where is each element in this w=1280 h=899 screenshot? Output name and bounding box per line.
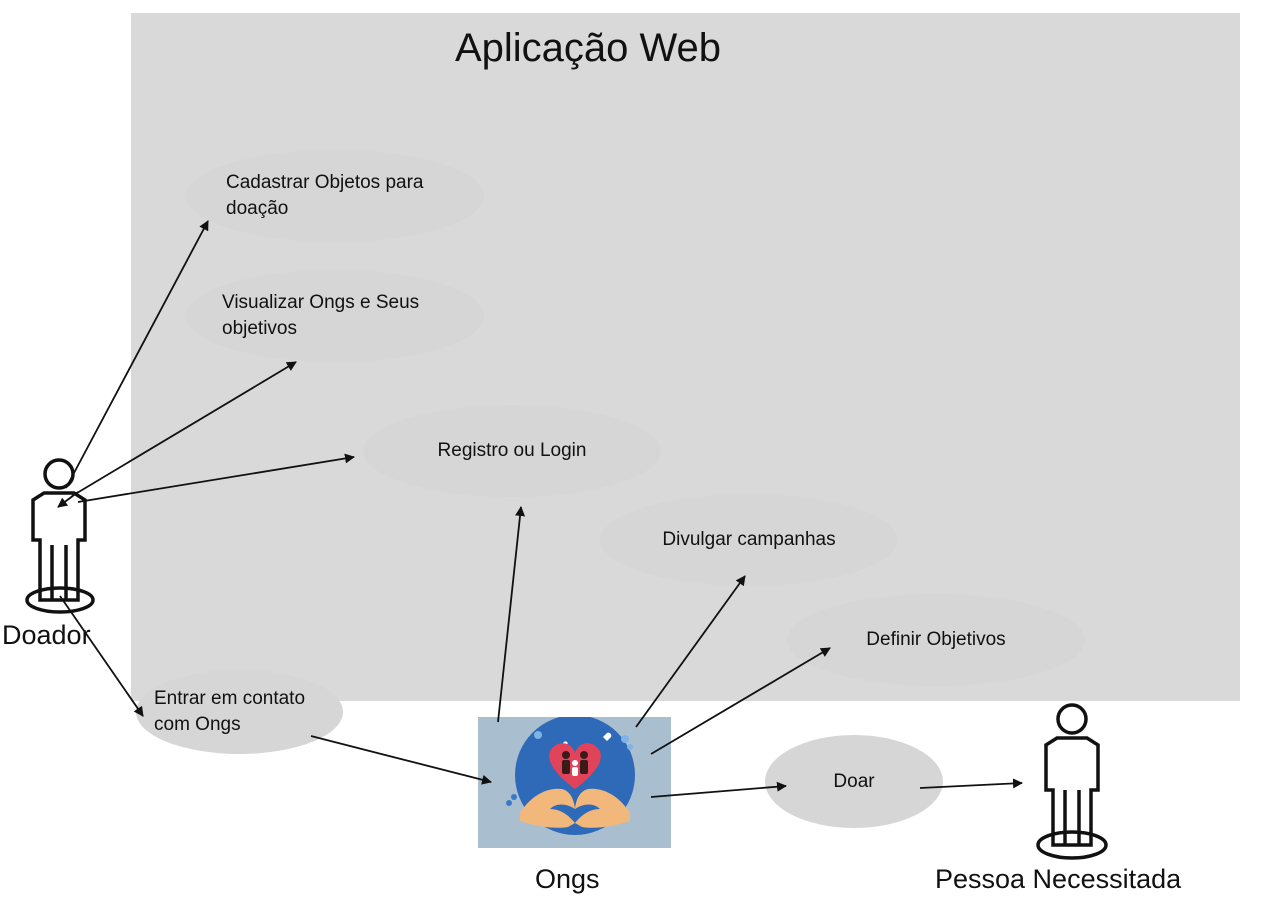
usecase-visualizar-ongs[interactable]: Visualizar Ongs e Seus objetivos: [186, 270, 484, 362]
association-doador-cadastrar: [65, 220, 209, 489]
association-ongs-divulgar: [635, 575, 746, 728]
association-ongs-definir: [650, 647, 831, 755]
usecase-label: Entrar em contato com Ongs: [154, 688, 306, 735]
actor-ongs-label: Ongs: [535, 864, 600, 894]
association-doador-registro: [77, 453, 355, 503]
association-ongs-registro: [497, 506, 526, 723]
association-doador-return: [57, 491, 79, 508]
actor-doador-figure[interactable]: [25, 458, 95, 614]
usecase-registro-login[interactable]: Registro ou Login: [363, 405, 661, 497]
actor-doador-label: Doador: [2, 620, 91, 650]
association-doador-visualizar: [71, 361, 297, 497]
usecase-divulgar-campanhas[interactable]: Divulgar campanhas: [600, 494, 898, 586]
actor-pessoa-necessitada-label: Pessoa Necessitada: [935, 864, 1182, 894]
actor-pessoa-necessitada-figure[interactable]: [1036, 703, 1108, 860]
ongs-logo-image: [478, 715, 671, 848]
usecase-cadastrar-objetos[interactable]: Cadastrar Objetos para doação: [186, 150, 484, 242]
heart-hands-icon: [506, 715, 635, 835]
usecase-label: Visualizar Ongs e Seus objetivos: [222, 292, 420, 339]
usecase-entrar-em-contato[interactable]: Entrar em contato com Ongs: [136, 670, 343, 754]
usecase-definir-objetivos[interactable]: Definir Objetivos: [787, 594, 1085, 686]
association-doar-pessoa: [919, 778, 1023, 789]
usecase-label: Registro ou Login: [437, 440, 587, 461]
usecase-doar[interactable]: Doar: [765, 735, 943, 828]
usecase-label: Doar: [833, 770, 875, 792]
association-entrar-ongs: [310, 735, 492, 785]
association-ongs-doar: [650, 781, 787, 798]
system-title: Aplicação Web: [454, 26, 722, 70]
usecase-label: Definir Objetivos: [866, 629, 1006, 650]
association-doador-entrar: [59, 595, 144, 717]
usecase-label: Cadastrar Objetos para doação: [226, 172, 424, 219]
usecase-label: Divulgar campanhas: [662, 529, 836, 550]
